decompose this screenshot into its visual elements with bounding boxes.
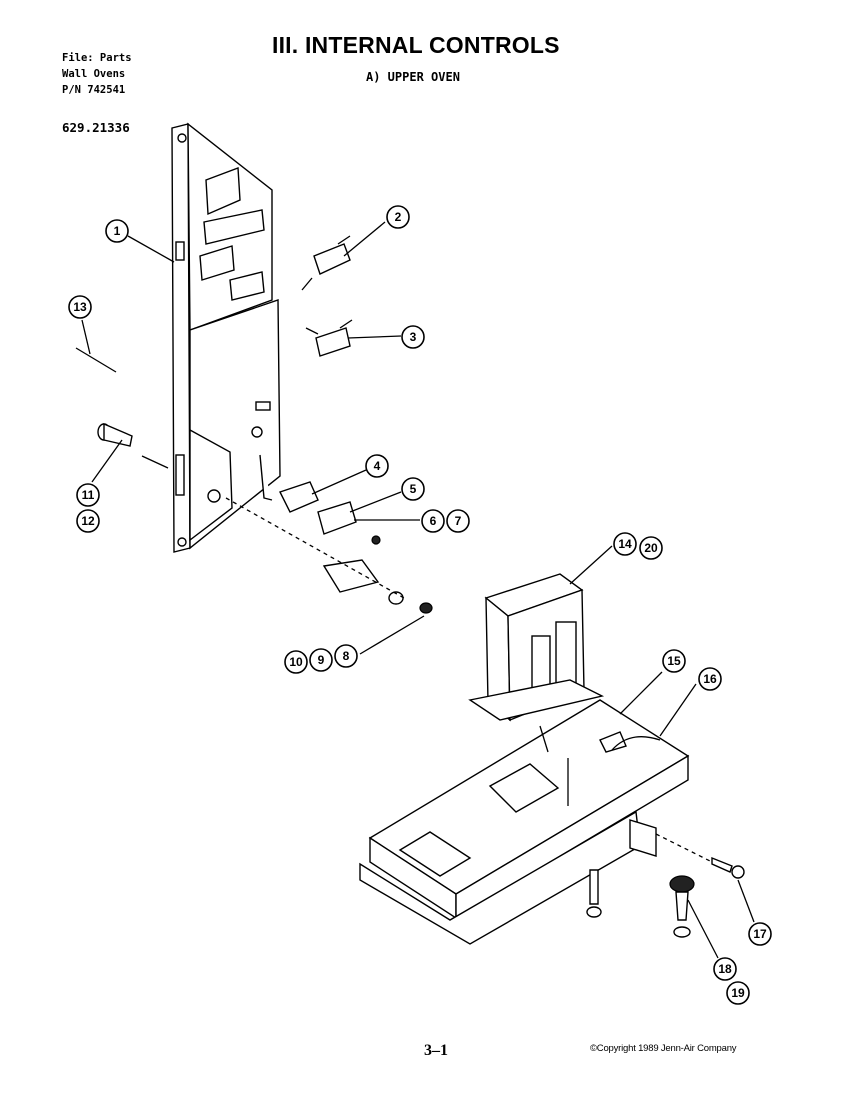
section-subtitle: A) UPPER OVEN <box>366 70 460 84</box>
svg-text:10: 10 <box>289 655 303 669</box>
model-number: 629.21336 <box>62 120 130 135</box>
callout-2: 2 <box>386 205 410 229</box>
svg-text:13: 13 <box>73 300 87 314</box>
svg-text:3: 3 <box>410 330 417 344</box>
microswitch-3-drawing <box>305 319 353 357</box>
svg-text:4: 4 <box>374 459 381 473</box>
callout-12: 12 <box>76 509 100 533</box>
switch-linkage-drawing <box>225 481 433 614</box>
screw-17-drawing <box>655 833 745 879</box>
svg-text:9: 9 <box>318 653 325 667</box>
svg-text:15: 15 <box>667 654 681 668</box>
callout-9: 9 <box>309 648 333 672</box>
callout-7: 7 <box>446 509 470 533</box>
leader-lines <box>81 221 755 959</box>
callout-18: 18 <box>713 957 737 981</box>
callout-1: 1 <box>105 219 129 243</box>
svg-text:12: 12 <box>81 514 95 528</box>
category-label: Wall Ovens <box>62 68 126 80</box>
svg-text:7: 7 <box>455 514 462 528</box>
callout-4: 4 <box>365 454 389 478</box>
svg-text:2: 2 <box>395 210 402 224</box>
mounting-bracket-drawing <box>171 122 281 553</box>
callout-19: 19 <box>726 981 750 1005</box>
callout-17: 17 <box>748 922 772 946</box>
rod-13-drawing <box>75 347 117 373</box>
transformer-drawing <box>468 573 605 722</box>
foot-18-drawing <box>669 875 695 938</box>
svg-text:20: 20 <box>644 541 658 555</box>
screw-under-tray-drawing <box>586 869 602 918</box>
page-number: 3–1 <box>424 1042 448 1059</box>
callout-11: 11 <box>76 483 100 507</box>
callout-3: 3 <box>401 325 425 349</box>
svg-text:16: 16 <box>703 672 717 686</box>
base-tray-drawing <box>359 699 690 945</box>
svg-text:18: 18 <box>718 962 732 976</box>
svg-text:1: 1 <box>114 224 121 238</box>
svg-text:19: 19 <box>731 986 745 1000</box>
file-label: File: Parts <box>62 52 132 64</box>
callout-13: 13 <box>68 295 92 319</box>
callout-20: 20 <box>639 536 663 560</box>
part-number-label: P/N 742541 <box>62 84 126 96</box>
callout-8: 8 <box>334 644 358 668</box>
callout-15: 15 <box>662 649 686 673</box>
svg-text:6: 6 <box>430 514 437 528</box>
page-title: III. INTERNAL CONTROLS <box>272 32 560 58</box>
callout-5: 5 <box>401 477 425 501</box>
svg-text:14: 14 <box>618 537 632 551</box>
copyright-notice: ©Copyright 1989 Jenn-Air Company <box>590 1043 737 1054</box>
svg-text:17: 17 <box>753 927 767 941</box>
svg-text:11: 11 <box>82 488 95 502</box>
pin-11-drawing <box>97 422 133 447</box>
callout-14: 14 <box>613 532 637 556</box>
callout-6: 6 <box>421 509 445 533</box>
svg-text:5: 5 <box>410 482 417 496</box>
callout-10: 10 <box>284 650 308 674</box>
microswitch-2-drawing <box>301 235 351 291</box>
svg-text:8: 8 <box>343 649 350 663</box>
screw-drawing <box>141 455 169 469</box>
callout-16: 16 <box>698 667 722 691</box>
